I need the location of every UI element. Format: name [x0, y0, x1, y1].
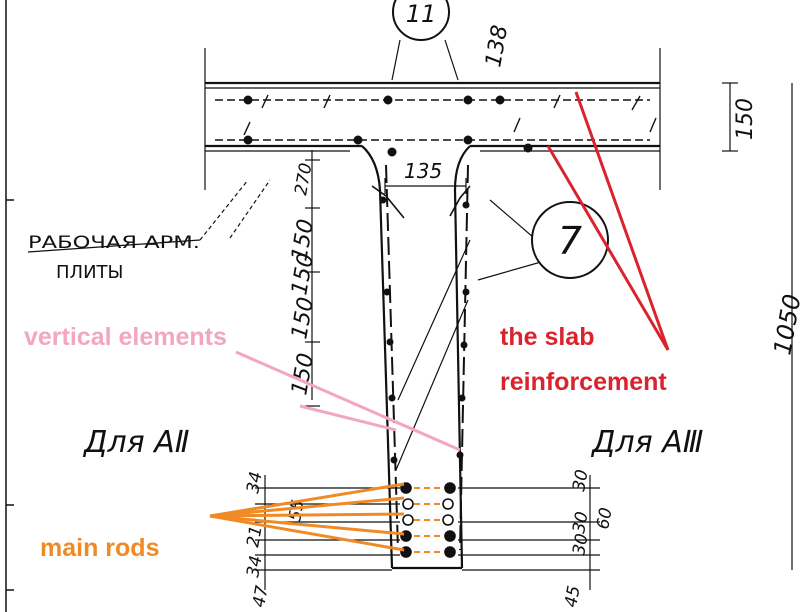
callout-11-label: 11 [406, 0, 437, 28]
for-a3-label: Для АⅢ [590, 425, 703, 460]
dim-web-width: 135 [404, 159, 442, 183]
main-rods [400, 482, 456, 558]
slab-rebar-label-line2: ПЛИТЫ [56, 262, 123, 283]
dim-bottom-left-mid: 55 [285, 498, 308, 523]
dim-bottom-right-sum: 60 [593, 506, 616, 531]
dim-slab-thickness: 150 [733, 98, 758, 140]
dim-total-height: 1050 [768, 292, 800, 357]
for-a2-label: Для АⅡ [82, 425, 189, 460]
beam-outline [204, 48, 661, 570]
web-stirrup-dots [379, 196, 470, 464]
slab-annotation-lines [546, 91, 670, 351]
rods-annotation-lines [209, 482, 444, 553]
slab-reinforcement-annotation-line1: the slab [500, 323, 594, 351]
main-rods-annotation: main rods [40, 534, 159, 562]
leaders [27, 39, 549, 281]
dim-left-spacing-4: 150 [287, 351, 319, 397]
drawing-labels: РАБОЧАЯ АРМ. ПЛИТЫ Для АⅡ Для АⅢ [28, 233, 703, 460]
dim-bottom-left-low: 21 [243, 524, 266, 549]
callout-11: 11 [392, 0, 450, 41]
dimension-texts: 138 150 135 1050 270 150 150 150 150 34 … [243, 23, 800, 609]
dim-bottom-right-b: 30 [569, 532, 592, 557]
dim-left-spacing-3: 150 [287, 295, 319, 341]
dim-bottom-left-base: 47 [249, 584, 272, 609]
dim-bottom-right-top: 30 [569, 468, 592, 493]
dim-bottom-right-a: 30 [569, 510, 592, 535]
sheet-frame [5, 0, 14, 612]
slab-rebar-label-line1: РАБОЧАЯ АРМ. [28, 233, 200, 253]
callout-7-label: 7 [558, 219, 582, 263]
callout-7: 7 [531, 201, 609, 279]
dimension-lines [255, 82, 793, 590]
dim-top-cover: 138 [481, 23, 513, 69]
slab-reinforcement-annotation-line2: reinforcement [500, 368, 667, 396]
dim-left-first: 270 [291, 161, 316, 196]
vertical-elements-annotation: vertical elements [24, 323, 227, 351]
dim-bottom-left-top: 34 [243, 470, 266, 495]
vertical-annotation-lines [235, 350, 461, 452]
dim-bottom-right-base: 45 [561, 584, 584, 609]
dim-bottom-left-last: 34 [243, 554, 266, 579]
